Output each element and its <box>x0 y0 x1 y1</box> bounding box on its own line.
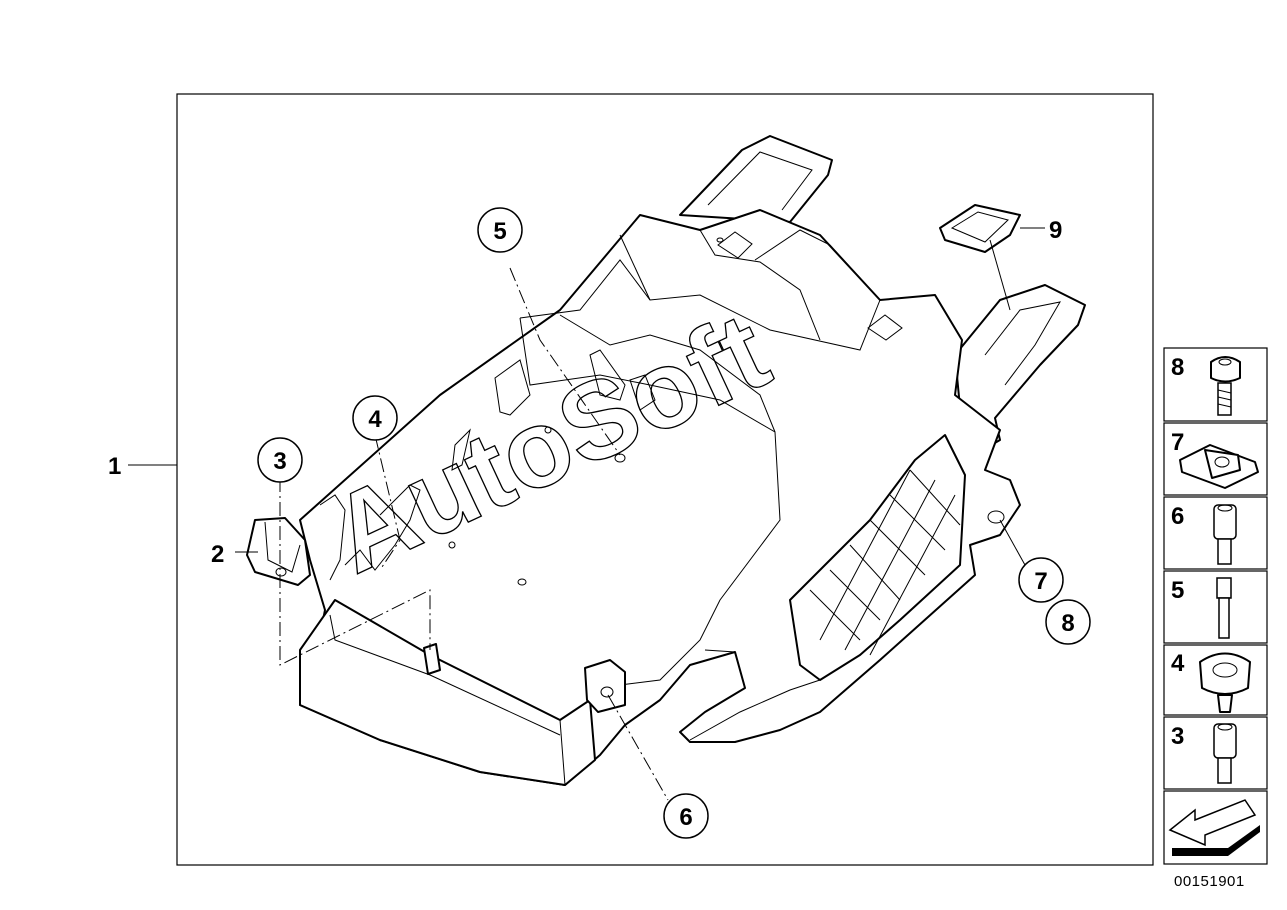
svg-text:8: 8 <box>1061 610 1074 637</box>
leader-9 <box>989 239 1011 311</box>
pin-icon <box>1216 577 1232 639</box>
legend-column: 8 7 6 5 4 3 <box>1163 347 1268 865</box>
callout-8: 8 <box>1045 599 1091 645</box>
legend-label-4: 4 <box>1171 650 1185 677</box>
main-part-label: 1 <box>108 453 121 480</box>
rear-duct <box>679 135 833 223</box>
callout-3: 3 <box>257 437 303 483</box>
legend-label-3: 3 <box>1171 723 1184 750</box>
front-wall <box>299 599 596 786</box>
legend-label-6: 6 <box>1171 503 1184 530</box>
rivet-icon <box>1213 723 1237 784</box>
assembly-line-3 <box>279 478 431 666</box>
direction-arrow-icon <box>1168 799 1260 856</box>
clamp-icon <box>1199 652 1251 713</box>
screw-icon <box>1210 356 1241 416</box>
callout-5: 5 <box>477 207 523 253</box>
svg-text:5: 5 <box>493 218 506 245</box>
svg-text:7: 7 <box>1034 568 1047 595</box>
callout-2: 2 <box>211 541 224 568</box>
vent-grille <box>789 434 966 681</box>
assembly-line-5 <box>509 267 621 456</box>
diagram-frame <box>176 93 1154 866</box>
part-2-clip-drawing <box>246 517 311 586</box>
legend-cell-5 <box>1163 570 1268 644</box>
rivet-icon <box>1213 504 1237 565</box>
assembly-line-6 <box>607 694 669 801</box>
assembly-line-4 <box>374 434 401 571</box>
callout-6: 6 <box>663 793 709 839</box>
leader-7 <box>999 519 1026 566</box>
svg-text:3: 3 <box>273 448 286 475</box>
part-code: 00151901 <box>1174 873 1245 890</box>
callout-9: 9 <box>1049 217 1062 244</box>
floor-tray-drawing <box>299 135 1086 786</box>
callout-7: 7 <box>1018 557 1064 603</box>
clip-nut-icon <box>1179 444 1259 489</box>
part-9-cover-drawing <box>939 204 1045 253</box>
legend-label-8: 8 <box>1171 354 1184 381</box>
legend-label-7: 7 <box>1171 429 1184 456</box>
legend-label-5: 5 <box>1171 577 1184 604</box>
svg-text:6: 6 <box>679 804 692 831</box>
callout-4: 4 <box>352 395 398 441</box>
svg-text:4: 4 <box>368 406 382 433</box>
